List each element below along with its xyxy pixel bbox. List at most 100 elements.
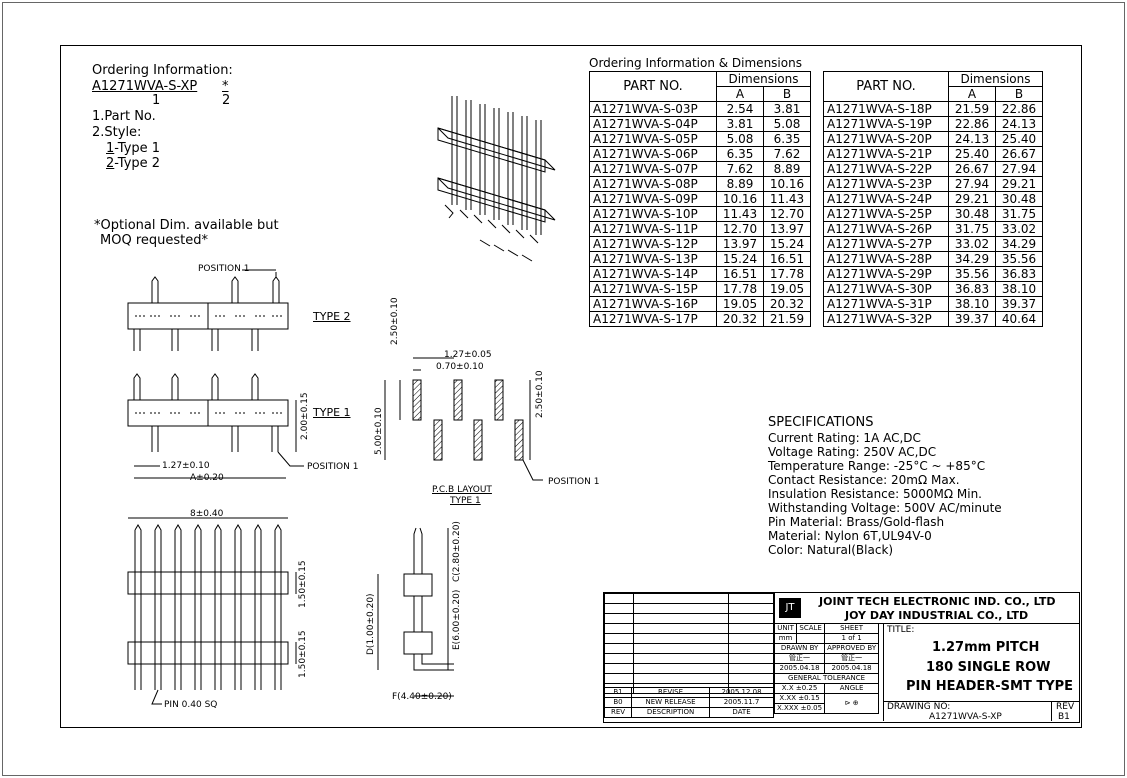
spec-line: Contact Resistance: 20mΩ Max. — [768, 473, 960, 487]
part-number-cell: A1271WVA-S-12P — [589, 236, 717, 252]
dim-a-cell: 30.48 — [948, 206, 996, 222]
dim-b-cell: 31.75 — [995, 206, 1043, 222]
dim-a-cell: 38.10 — [948, 296, 996, 312]
dim-250-right: 2.50±0.10 — [535, 370, 545, 418]
dim-a-cell: 6.35 — [716, 146, 764, 162]
drawn-by-label: DRAWN BY — [773, 643, 826, 654]
style-type-1: 1-Type 1 — [106, 141, 161, 156]
part-number-cell: A1271WVA-S-28P — [823, 251, 949, 267]
dim-a-cell: 12.70 — [716, 221, 764, 237]
revision-blank-row — [604, 653, 774, 664]
dim-a-cell: 15.24 — [716, 251, 764, 267]
sheet-value: 1 of 1 — [824, 633, 880, 644]
approved-by-label: APPROVED BY — [824, 643, 880, 654]
title-line-1: 1.27mm PITCH — [932, 640, 1040, 655]
dim-a-cell: 33.02 — [948, 236, 996, 252]
revision-blank-cell — [728, 653, 774, 664]
dim-b-cell: 27.94 — [995, 161, 1043, 177]
part-number-cell: A1271WVA-S-16P — [589, 296, 717, 312]
table-title: Ordering Information & Dimensions — [589, 56, 802, 70]
general-tolerance: GENERAL TOLERANCE — [773, 673, 880, 684]
dim-a-cell: 16.51 — [716, 266, 764, 282]
dim-250-left: 2.50±0.10 — [390, 297, 400, 345]
dim-d: D(1.00±0.20) — [366, 593, 376, 655]
dim-b-cell: 7.62 — [763, 146, 811, 162]
revision-blank-cell — [728, 643, 774, 654]
dim-127: 1.27±0.05 — [444, 350, 492, 360]
rev-cell: REV B1 — [1051, 701, 1079, 722]
projection-symbol-icon: ⊳ ⊕ — [824, 693, 880, 714]
angle-label: ANGLE — [824, 683, 880, 694]
revision-blank-row — [604, 663, 774, 674]
title-line-3: PIN HEADER-SMT TYPE — [906, 679, 1074, 694]
revision-blank-cell — [633, 593, 729, 604]
part-number-cell: A1271WVA-S-26P — [823, 221, 949, 237]
revision-blank-cell — [728, 633, 774, 644]
dim-a-cell: 7.62 — [716, 161, 764, 177]
revision-blank-cell — [633, 643, 729, 654]
spec-line: Insulation Resistance: 5000MΩ Min. — [768, 487, 982, 501]
revision-grid — [604, 593, 774, 694]
dim-b-cell: 17.78 — [763, 266, 811, 282]
part-code: A1271WVA-S-XP — [92, 79, 198, 94]
dim-a-cell: 21.59 — [948, 101, 996, 117]
dim-840: 8±0.40 — [190, 509, 224, 519]
col-a-header: A — [716, 86, 764, 102]
spec-line: Voltage Rating: 250V AC,DC — [768, 445, 937, 459]
drawn-name: 管正一 — [773, 653, 826, 664]
part-star: * — [222, 79, 229, 94]
part-number-cell: A1271WVA-S-19P — [823, 116, 949, 132]
dim-a-cell: 3.81 — [716, 116, 764, 132]
dim-a-cell: 13.97 — [716, 236, 764, 252]
dim-b-cell: 5.08 — [763, 116, 811, 132]
dim-a-cell: 25.40 — [948, 146, 996, 162]
dim-a-cell: 26.67 — [948, 161, 996, 177]
dim-b-cell: 8.89 — [763, 161, 811, 177]
col-desc: DESCRIPTION — [631, 707, 711, 718]
revision-blank-cell — [633, 673, 729, 684]
dim-c: C(2.80±0.20) — [452, 521, 462, 582]
revision-blank-row — [604, 673, 774, 684]
revision-blank-cell — [633, 603, 729, 614]
title-line-2: 180 SINGLE ROW — [926, 660, 1051, 675]
spec-line: Material: Nylon 6T,UL94V-0 — [768, 529, 932, 543]
type2-view — [127, 269, 289, 351]
part-index-1: 1 — [152, 93, 161, 108]
dim-070: 0.70±0.10 — [436, 362, 484, 372]
revision-blank-row — [604, 623, 774, 634]
dimensions-header: Dimensions — [948, 71, 1043, 87]
tolerance-2: X.XX ±0.15 — [773, 693, 826, 704]
revision-blank-cell — [604, 673, 634, 684]
rev-label: REV — [1056, 702, 1075, 712]
pcb-layout-label: P.C.B LAYOUT — [432, 485, 492, 495]
part-number-cell: A1271WVA-S-18P — [823, 101, 949, 117]
dim-b-cell: 39.37 — [995, 296, 1043, 312]
revision-blank-cell — [728, 673, 774, 684]
revision-blank-cell — [633, 623, 729, 634]
dim-a-cell: 29.21 — [948, 191, 996, 207]
revision-blank-cell — [728, 613, 774, 624]
dim-b-cell: 25.40 — [995, 131, 1043, 147]
drawing-no-cell: DRAWING NO: A1271WVA-S-XP — [883, 701, 1052, 722]
revision-blank-cell — [604, 593, 634, 604]
col-b-header: B — [995, 86, 1043, 102]
revision-blank-cell — [633, 633, 729, 644]
dim-f: F(4.40±0.20) — [392, 692, 452, 702]
dim-b-cell: 38.10 — [995, 281, 1043, 297]
